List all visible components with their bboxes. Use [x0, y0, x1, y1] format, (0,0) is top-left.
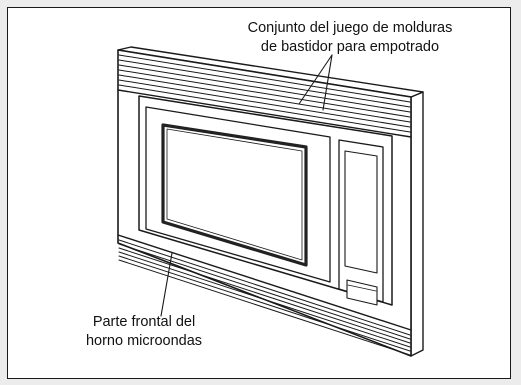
trim-kit-callout: Conjunto del juego de molduras de bastid…: [200, 19, 500, 57]
oven-front-leader-line: [160, 252, 173, 317]
oven-front-callout-line2: horno microondas: [85, 333, 203, 349]
oven-front-callout: Parte frontal del horno microondas: [44, 313, 244, 351]
trim-kit-callout-line2: de bastidor para empotrado: [260, 39, 440, 55]
frame-side-depth: [410, 91, 424, 357]
oven-front-callout-line1: Parte frontal del: [92, 314, 196, 330]
bottom-grille: [118, 239, 411, 356]
trim-kit-callout-line1: Conjunto del juego de molduras: [247, 20, 453, 36]
trim-kit-leader-lines: [298, 54, 333, 111]
top-band-edge: [117, 89, 412, 138]
top-grille: [118, 54, 411, 133]
bottom-band-edge: [117, 234, 412, 331]
oven-window: [161, 123, 308, 267]
control-panel-inset: [344, 150, 378, 274]
oven-window-inner: [166, 128, 303, 261]
